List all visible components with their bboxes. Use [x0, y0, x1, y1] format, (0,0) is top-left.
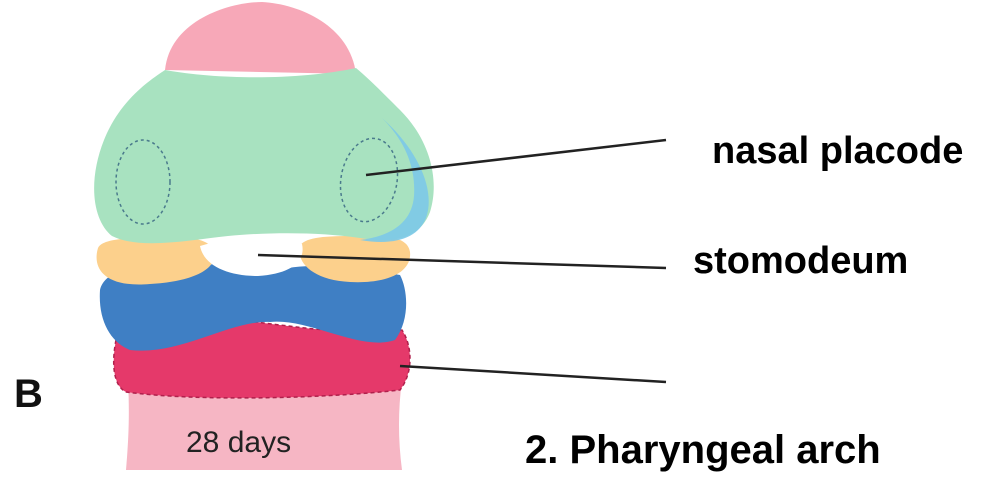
leader-line-pharyngeal-arch — [400, 366, 666, 382]
frontonasal-prominence — [94, 68, 434, 243]
head-top-region — [165, 2, 356, 74]
label-pharyngeal-arch: 2. Pharyngeal arch — [525, 428, 881, 473]
label-stomodeum: stomodeum — [693, 240, 908, 283]
label-nasal-placode: nasal placode — [712, 130, 963, 173]
panel-letter: B — [14, 372, 43, 417]
age-caption: 28 days — [186, 426, 291, 460]
